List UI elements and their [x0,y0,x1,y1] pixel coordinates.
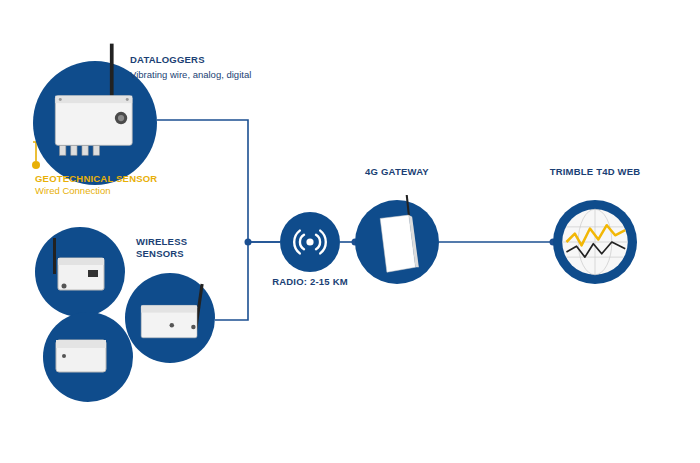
sensor-dot-fill [32,161,40,169]
connector [62,354,66,358]
cable-gland [82,145,88,155]
connector [191,325,196,330]
sensor-box [141,305,197,337]
black-trace [566,242,625,257]
logger-port-core [118,115,124,121]
wireless-sensor-circle: WIRELESS SENSORS [125,273,215,363]
connector [170,323,175,328]
signal-arc [320,231,326,254]
yellow-trace [566,225,625,245]
antenna [110,44,114,96]
antenna [53,238,56,274]
wireless-sensor-circle [43,312,133,402]
circle-bg [35,227,125,317]
node-shape [125,273,215,363]
cable-gland [71,145,77,155]
connector-line [157,120,280,242]
wireless-sensor-circle [35,227,125,317]
node-shape [32,161,40,169]
connector-line [439,241,553,243]
signal-center [306,238,313,245]
node-shape [553,200,637,284]
node-label: RADIO: 2-15 KM [240,276,380,288]
logger-port [115,112,127,124]
circle-bg [125,273,215,363]
node-subtitle: Vibrating wire, analog, digital [130,69,320,81]
gateway-side [409,215,419,267]
sensor-lid [141,305,197,312]
sensor-box [56,340,106,372]
node-label: TRIMBLE T4D WEB [525,166,665,178]
signal-arc [300,235,304,249]
node-label: 4G GATEWAY [327,166,467,178]
node-heading: WIRELESS SENSORS [136,236,196,260]
circle-bg [553,200,637,284]
connector [62,284,67,289]
node-heading: DATALOGGERS [130,54,310,66]
node-subtitle: Wired Connection [35,185,185,197]
connector-line [215,242,280,320]
sensor-lid [58,258,104,265]
connector-line [33,142,36,161]
circle-bg [280,212,340,272]
signal-arc [294,231,300,254]
screw [126,98,129,101]
sensor-dot: GEOTECHNICAL SENSORWired Connection [32,161,40,169]
globe-grid [595,209,596,275]
node-shape [355,200,439,284]
sensor-lid [56,340,106,348]
gateway-circle: 4G GATEWAY [355,200,439,284]
node-heading: GEOTECHNICAL SENSOR [35,173,185,185]
radio-circle: RADIO: 2-15 KM [280,212,340,272]
logger-lid [55,96,132,103]
circle-bg [43,312,133,402]
web-platform-circle: TRIMBLE T4D WEB [553,200,637,284]
sensor-display [88,270,98,277]
datalogger-circle: DATALOGGERSVibrating wire, analog, digit… [33,61,157,185]
circle-bg [355,200,439,284]
signal-arc [316,235,320,249]
sensor-box [58,258,104,290]
globe [562,209,628,275]
cable-gland [60,145,66,155]
cable-gland [93,145,99,155]
screw [59,98,62,101]
logger-box [55,96,132,146]
node-shape [280,212,340,272]
